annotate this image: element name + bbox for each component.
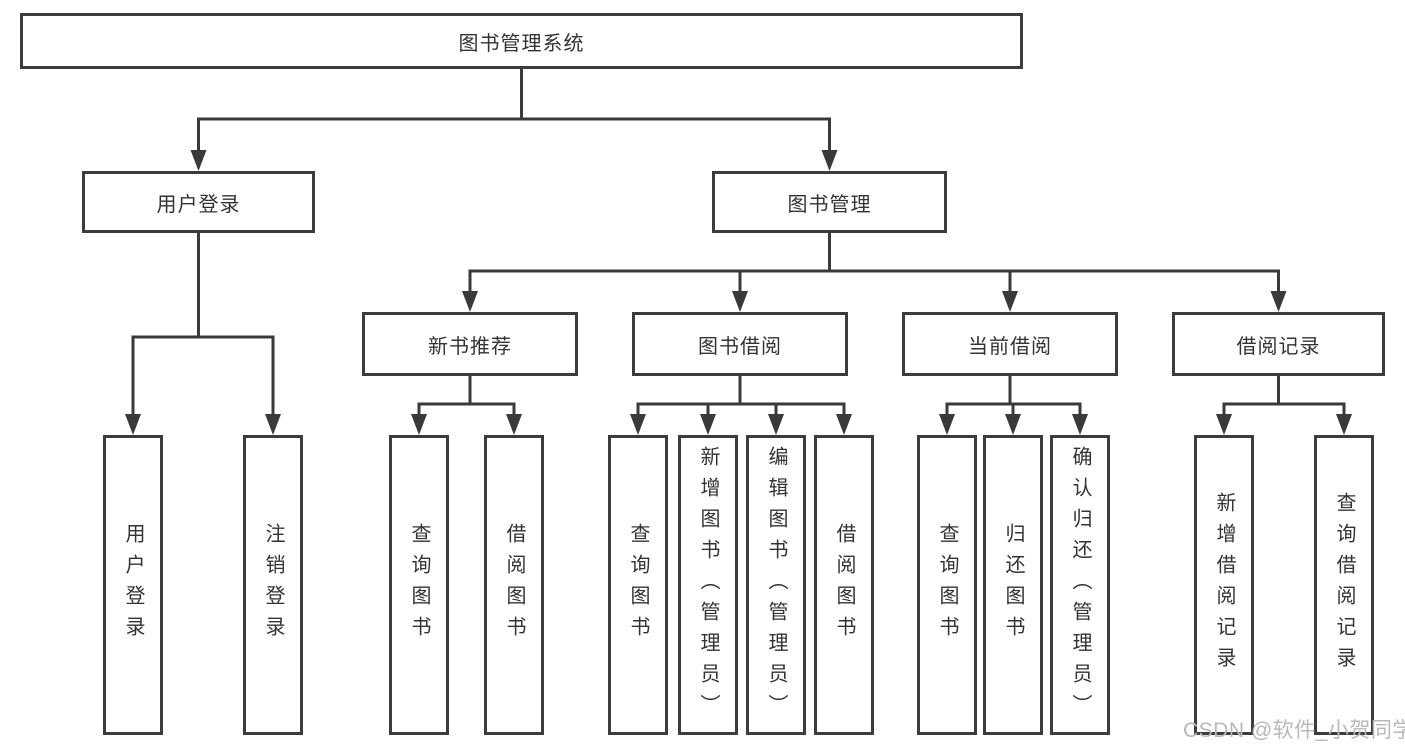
- arrowhead: [125, 414, 141, 435]
- node-current-borrowing-label: 当前借阅: [968, 335, 1052, 358]
- leaf-cb-return-books-label: 归还图书: [1002, 523, 1024, 647]
- arrowhead: [732, 291, 748, 312]
- leaf-cb-return-books: 归还图书: [983, 435, 1043, 735]
- arrowhead: [1216, 414, 1232, 435]
- leaf-br-query-record: 查询借阅记录: [1314, 435, 1374, 735]
- node-book-management: 图书管理: [712, 171, 947, 233]
- leaf-nb-query-books: 查询图书: [389, 435, 449, 735]
- leaf-bb-add-books-admin-label: 新增图书（管理员）: [697, 445, 719, 725]
- csdn-watermark: CSDN @软件_小贺同学: [1183, 719, 1405, 742]
- leaf-bb-edit-books-admin-label: 编辑图书（管理员）: [765, 445, 787, 725]
- edges-user-login-children: [125, 233, 281, 435]
- node-user-login-label: 用户登录: [156, 193, 241, 216]
- edges-current-borrow-children: [939, 376, 1088, 435]
- node-new-book-recommend: 新书推荐: [362, 312, 578, 376]
- node-current-borrowing: 当前借阅: [902, 312, 1118, 376]
- arrowhead: [265, 414, 281, 435]
- node-borrowing-records: 借阅记录: [1172, 312, 1385, 376]
- leaf-user-login: 用户登录: [103, 435, 163, 735]
- edges-book-borrow-children: [630, 376, 852, 435]
- arrowhead: [1336, 414, 1352, 435]
- edges-book-management-children: [462, 233, 1287, 312]
- leaf-logout-label: 注销登录: [262, 523, 284, 647]
- leaf-bb-borrow-books-label: 借阅图书: [833, 523, 855, 647]
- arrowhead: [939, 414, 955, 435]
- leaf-br-add-record-label: 新增借阅记录: [1213, 492, 1235, 678]
- leaf-bb-borrow-books: 借阅图书: [814, 435, 874, 735]
- arrowhead: [630, 414, 646, 435]
- node-book-management-label: 图书管理: [787, 193, 872, 216]
- arrowhead: [1270, 291, 1287, 312]
- edges-root-to-level2: [190, 69, 838, 171]
- leaf-bb-edit-books-admin: 编辑图书（管理员）: [746, 435, 806, 735]
- leaf-cb-confirm-return-admin: 确认归还（管理员）: [1050, 435, 1110, 735]
- edges-borrow-records-children: [1216, 376, 1352, 435]
- leaf-bb-query-books: 查询图书: [608, 435, 668, 735]
- arrowhead: [768, 414, 784, 435]
- arrowhead: [462, 291, 478, 312]
- arrowhead: [836, 414, 852, 435]
- arrowhead: [1072, 414, 1088, 435]
- leaf-bb-add-books-admin: 新增图书（管理员）: [678, 435, 738, 735]
- node-book-borrowing: 图书借阅: [632, 312, 848, 376]
- leaf-cb-query-books-label: 查询图书: [936, 523, 958, 647]
- leaf-user-login-label: 用户登录: [122, 523, 144, 647]
- arrowhead: [506, 414, 522, 435]
- leaf-logout: 注销登录: [243, 435, 303, 735]
- leaf-cb-confirm-return-admin-label: 确认归还（管理员）: [1069, 445, 1091, 725]
- edges-new-books-children: [411, 376, 522, 435]
- arrowhead: [700, 414, 716, 435]
- arrowhead: [1002, 291, 1018, 312]
- leaf-br-add-record: 新增借阅记录: [1194, 435, 1254, 735]
- leaf-br-query-record-label: 查询借阅记录: [1333, 492, 1355, 678]
- leaf-nb-borrow-books-label: 借阅图书: [503, 523, 525, 647]
- node-borrowing-records-label: 借阅记录: [1236, 335, 1321, 358]
- arrowhead: [1005, 414, 1021, 435]
- node-user-login: 用户登录: [82, 171, 315, 233]
- node-new-book-recommend-label: 新书推荐: [428, 335, 512, 358]
- leaf-nb-borrow-books: 借阅图书: [484, 435, 544, 735]
- leaf-bb-query-books-label: 查询图书: [627, 523, 649, 647]
- leaf-nb-query-books-label: 查询图书: [408, 523, 430, 647]
- node-library-management-system-label: 图书管理系统: [458, 32, 585, 55]
- arrowhead: [821, 150, 838, 171]
- arrowhead: [411, 414, 427, 435]
- arrowhead: [190, 150, 207, 171]
- leaf-cb-query-books: 查询图书: [917, 435, 977, 735]
- node-book-borrowing-label: 图书借阅: [698, 335, 782, 358]
- node-library-management-system: 图书管理系统: [20, 13, 1023, 69]
